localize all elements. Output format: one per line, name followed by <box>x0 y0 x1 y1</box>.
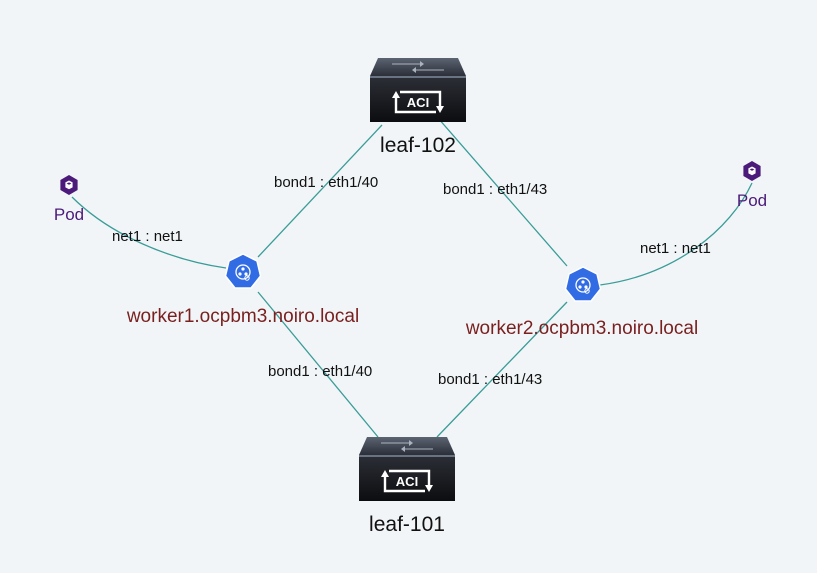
link-worker2-leaf102[interactable] <box>437 117 568 267</box>
worker-node-worker1[interactable]: worker1.ocpbm3.noiro.local <box>126 253 359 327</box>
kubernetes-node-icon <box>224 253 262 289</box>
pod-label-2: Pod <box>737 191 767 210</box>
pod-icon <box>60 175 78 195</box>
edge-label-worker2-leaf102: bond1 : eth1/43 <box>443 181 547 198</box>
edge-label-pod2-worker2: net1 : net1 <box>640 240 711 257</box>
link-worker1-leaf102[interactable] <box>257 124 383 258</box>
link-worker2-leaf101[interactable] <box>436 301 568 438</box>
worker-label-worker2: worker2.ocpbm3.noiro.local <box>465 318 698 339</box>
edge-label-worker2-leaf101: bond1 : eth1/43 <box>438 371 542 388</box>
pod-label-1: Pod <box>54 205 84 224</box>
edge-label-pod1-worker1: net1 : net1 <box>112 228 183 245</box>
switch-label-leaf-101: leaf-101 <box>369 513 445 536</box>
aci-badge: ACI <box>396 474 418 489</box>
aci-badge: ACI <box>407 95 429 110</box>
worker-label-worker1: worker1.ocpbm3.noiro.local <box>126 306 359 327</box>
pod-node-1[interactable]: Pod <box>54 175 84 224</box>
link-worker1-leaf101[interactable] <box>257 291 379 438</box>
links <box>71 117 753 438</box>
switch-node-leaf-102[interactable]: ACI leaf-102 <box>369 57 467 157</box>
link-pod1-worker1[interactable] <box>71 196 227 269</box>
edge-labels: bond1 : eth1/40 bond1 : eth1/43 bond1 : … <box>112 174 711 388</box>
worker-node-worker2[interactable]: worker2.ocpbm3.noiro.local <box>465 266 698 339</box>
edge-label-worker1-leaf101: bond1 : eth1/40 <box>268 363 372 380</box>
kubernetes-node-icon <box>564 266 602 302</box>
aci-switch-icon: ACI <box>358 436 456 502</box>
edge-label-worker1-leaf102: bond1 : eth1/40 <box>274 174 378 191</box>
pod-icon <box>743 161 761 181</box>
link-pod2-worker2[interactable] <box>599 182 753 286</box>
aci-switch-icon: ACI <box>369 57 467 123</box>
switch-node-leaf-101[interactable]: ACI leaf-101 <box>358 436 456 536</box>
switch-label-leaf-102: leaf-102 <box>380 134 456 157</box>
pod-node-2[interactable]: Pod <box>737 161 767 210</box>
